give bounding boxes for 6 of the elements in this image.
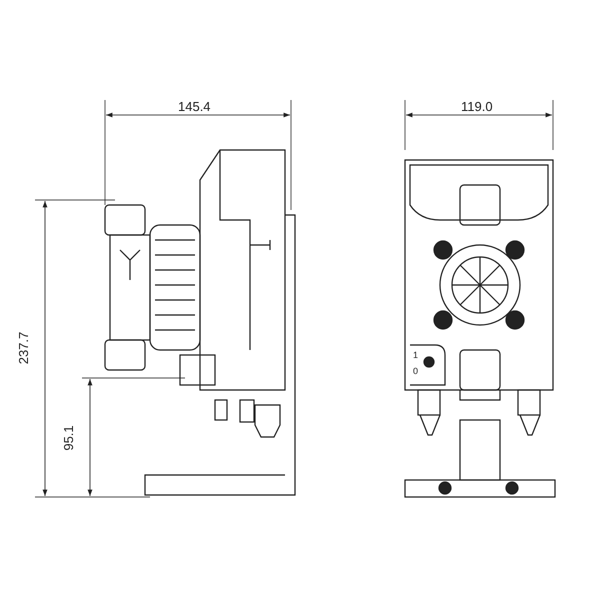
dimension-label: 237.7 bbox=[17, 332, 31, 364]
dimension-label: 145.4 bbox=[178, 100, 211, 114]
switch-label: 0 bbox=[413, 366, 418, 376]
dimension-label: 119.0 bbox=[461, 100, 493, 114]
dimension-label: 95.1 bbox=[62, 425, 76, 451]
switch-label: 1 bbox=[413, 350, 418, 360]
